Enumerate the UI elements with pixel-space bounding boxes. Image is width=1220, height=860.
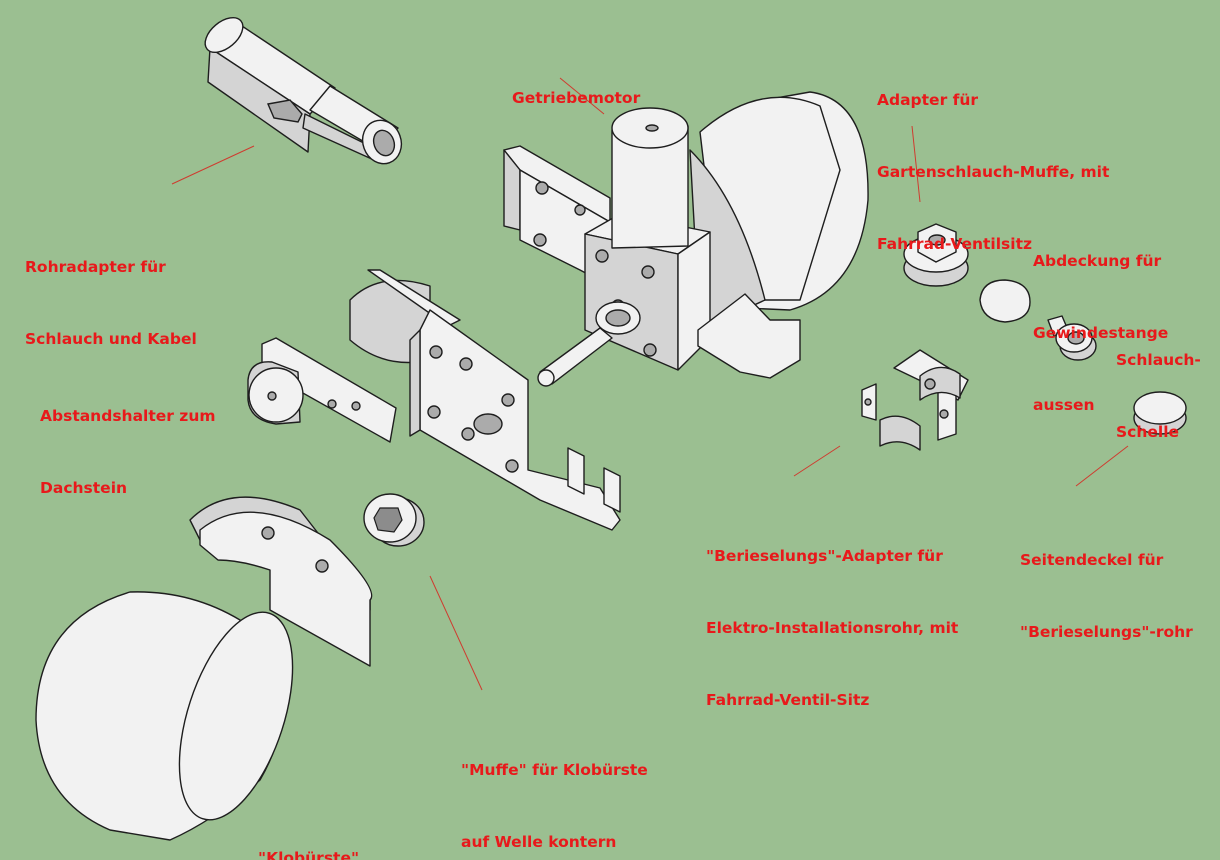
label-line: Adapter für	[877, 91, 979, 109]
label-gear-motor: Getriebemotor	[512, 38, 640, 134]
label-line: aussen	[1033, 396, 1095, 414]
label-line: "Berieselungs"-rohr	[1020, 623, 1193, 641]
pipe-adapter-part	[204, 17, 403, 165]
spacer-part	[247, 337, 397, 443]
label-line: auf Welle kontern	[461, 833, 617, 851]
label-line: "Muffe" für Klobürste	[461, 761, 648, 779]
label-toilet-brush: "Klobürste"	[258, 798, 359, 860]
cap-cover-part	[979, 279, 1031, 323]
label-side-cover: Seitendeckel für "Berieselungs"-rohr	[1020, 500, 1193, 668]
label-line: "Berieselungs"-Adapter für	[706, 547, 943, 565]
label-pipe-adapter: Rohradapter für Schlauch und Kabel	[25, 207, 197, 375]
holding-plate-part	[189, 496, 373, 667]
label-line: Gartenschlauch-Muffe, mit	[877, 163, 1110, 181]
gear-motor-part	[503, 91, 869, 387]
toilet-brush-part	[35, 591, 294, 841]
label-line: Seitendeckel für	[1020, 551, 1164, 569]
label-hose-adapter: Adapter für Gartenschlauch-Muffe, mit Fa…	[877, 40, 1109, 280]
side-cover-part	[1133, 391, 1187, 435]
label-line: Schelle	[1116, 423, 1180, 441]
label-line: "Klobürste"	[258, 849, 360, 860]
label-sprinkler-adapter: "Berieselungs"-Adapter für Elektro-Insta…	[706, 496, 958, 736]
label-line: Schlauch-	[1116, 351, 1201, 369]
label-spacer: Abstandshalter zum Dachstein	[40, 356, 216, 524]
label-line: Elektro-Installationsrohr, mit	[706, 619, 959, 637]
label-line: Abdeckung für	[1033, 252, 1162, 270]
label-line: Fahrrad-Ventil-Sitz	[706, 691, 870, 709]
hose-clamp-part	[1047, 315, 1097, 361]
label-line: Abstandshalter zum	[40, 407, 216, 425]
sprinkler-adapter-part	[861, 349, 969, 451]
label-coupling-nut: "Muffe" für Klobürste auf Welle kontern	[461, 710, 648, 860]
label-line: Schlauch und Kabel	[25, 330, 197, 348]
label-line: Getriebemotor	[512, 89, 641, 107]
leader-lines	[171, 77, 1129, 691]
label-hose-clamp: Schlauch- Schelle	[1116, 300, 1201, 468]
motor-bracket-part	[349, 269, 621, 531]
label-line: Fahrrad-Ventilsitz	[877, 235, 1033, 253]
label-cap-cover: Abdeckung für Gewindestange aussen	[1033, 201, 1168, 441]
coupling-nut-part	[363, 493, 425, 547]
label-line: Dachstein	[40, 479, 128, 497]
hose-adapter-part	[903, 223, 969, 287]
label-line: Rohradapter für	[25, 258, 166, 276]
label-line: Gewindestange	[1033, 324, 1169, 342]
